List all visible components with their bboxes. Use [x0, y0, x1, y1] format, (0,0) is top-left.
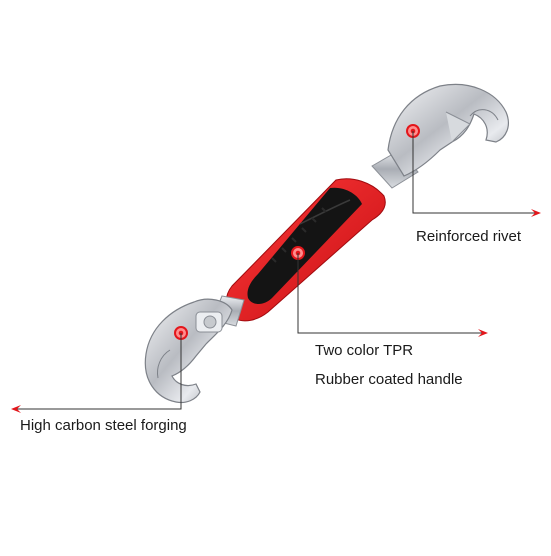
label-reinforced-rivet: Reinforced rivet	[416, 228, 522, 245]
lower-jaw	[144, 298, 233, 404]
handle	[225, 178, 386, 322]
leader-handle	[297, 253, 485, 334]
label-two-color-tpr: Two color TPR	[315, 342, 414, 359]
label-high-carbon-steel: High carbon steel forging	[20, 417, 187, 434]
arrowhead-icon	[11, 405, 21, 413]
leader-steel	[14, 333, 182, 410]
arrowhead-icon	[531, 209, 541, 217]
arrowhead-icon	[478, 329, 488, 337]
label-rubber-coated-handle: Rubber coated handle	[315, 371, 463, 388]
upper-jaw	[387, 83, 509, 177]
leader-rivet	[412, 131, 538, 214]
